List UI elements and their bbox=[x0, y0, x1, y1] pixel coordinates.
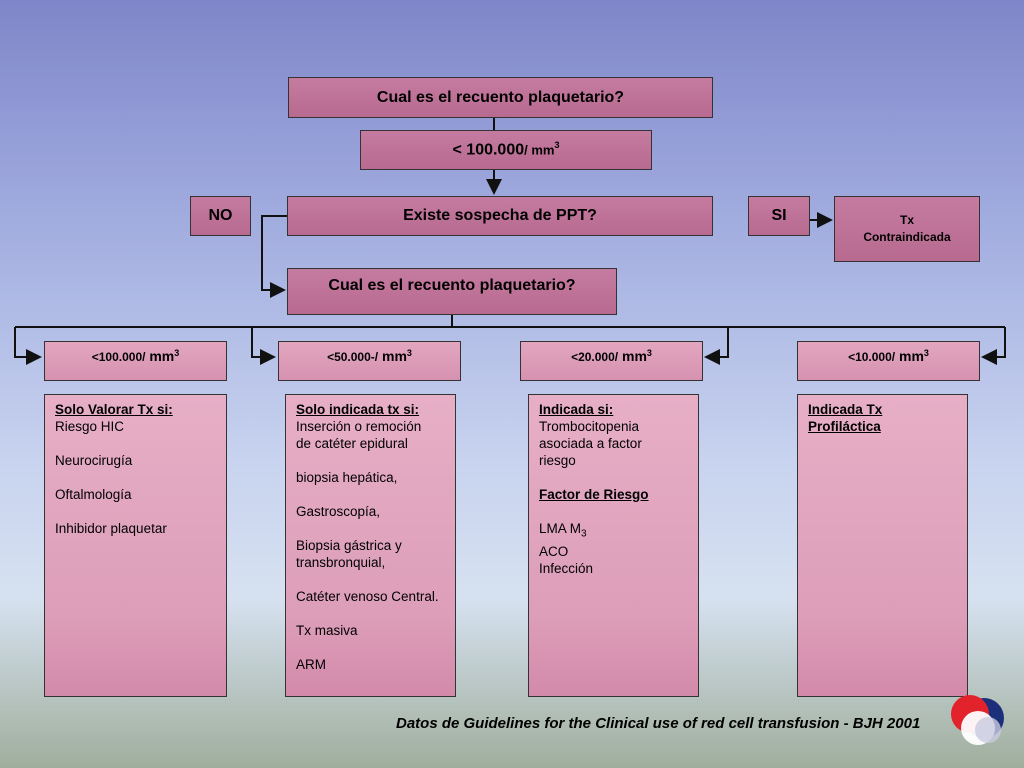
list-item: ACO bbox=[539, 543, 569, 559]
platelet-count-question-text-2: Cual es el recuento plaquetario? bbox=[328, 277, 576, 294]
range-box-50000: <50.000-/ mm3 bbox=[278, 341, 461, 381]
panel-solo-valorar: Solo Valorar Tx si: Riesgo HIC Neurociru… bbox=[44, 394, 227, 697]
panel-solo-indicada: Solo indicada tx si: Inserción o remoció… bbox=[285, 394, 456, 697]
threshold-text: < 100.000/ mm3 bbox=[452, 140, 560, 159]
list-item: asociada a factor bbox=[539, 436, 642, 451]
risk-factor-heading: Factor de Riesgo bbox=[539, 487, 649, 502]
no-text: NO bbox=[208, 207, 233, 224]
ppt-question-text: Existe sospecha de PPT? bbox=[403, 207, 597, 224]
panel-title-line1: Indicada Tx bbox=[808, 402, 883, 417]
list-item: Tx masiva bbox=[296, 623, 358, 638]
tx-line2: Contraindicada bbox=[863, 230, 951, 244]
panel-profilactica: Indicada Tx Profiláctica bbox=[797, 394, 968, 697]
arrow-branch-2 bbox=[251, 327, 276, 365]
panel-title: Indicada si: bbox=[539, 402, 614, 417]
arrow-branch-3 bbox=[704, 327, 729, 365]
list-item: Biopsia gástrica y bbox=[296, 538, 402, 553]
si-text: SI bbox=[771, 207, 787, 224]
tx-contraindicada-box: Tx Contraindicada bbox=[834, 196, 980, 262]
panel-indicada-si: Indicada si: Trombocitopenia asociada a … bbox=[528, 394, 699, 697]
arrow-branch-1 bbox=[14, 327, 42, 365]
source-footnote: Datos de Guidelines for the Clinical use… bbox=[396, 715, 921, 732]
range-box-100000: <100.000/ mm3 bbox=[44, 341, 227, 381]
list-item: Trombocitopenia bbox=[539, 419, 640, 434]
list-item: Gastroscopía, bbox=[296, 504, 381, 519]
list-item: Riesgo HIC bbox=[55, 419, 125, 434]
threshold-box: < 100.000/ mm3 bbox=[360, 130, 652, 170]
no-box: NO bbox=[190, 196, 251, 236]
range-box-10000: <10.000/ mm3 bbox=[797, 341, 980, 381]
list-item: Oftalmología bbox=[55, 487, 132, 502]
list-item: ARM bbox=[296, 657, 326, 672]
panel-title: Solo Valorar Tx si: bbox=[55, 402, 173, 417]
list-item: riesgo bbox=[539, 453, 576, 468]
arrow-ppt-to-q2 bbox=[261, 215, 287, 298]
platelet-count-question-box-2: Cual es el recuento plaquetario? bbox=[287, 268, 617, 315]
list-item: Neurocirugía bbox=[55, 453, 133, 468]
panel-title: Solo indicada tx si: bbox=[296, 402, 420, 417]
tx-line1: Tx bbox=[899, 213, 914, 227]
list-item: LMA M3 bbox=[539, 521, 587, 540]
ppt-question-box: Existe sospecha de PPT? bbox=[287, 196, 713, 236]
circles-logo-icon bbox=[951, 695, 1004, 745]
list-item: Infección bbox=[539, 560, 594, 576]
panel-title-line2: Profiláctica bbox=[808, 419, 881, 434]
list-item: de catéter epidural bbox=[296, 436, 408, 451]
list-item: Inserción o remoción bbox=[296, 419, 422, 434]
platelet-count-question-text: Cual es el recuento plaquetario? bbox=[376, 88, 625, 106]
list-item: Catéter venoso Central. bbox=[296, 589, 439, 604]
list-item: biopsia hepática, bbox=[296, 470, 398, 485]
platelet-count-question-box: Cual es el recuento plaquetario? bbox=[288, 77, 713, 118]
arrow-branch-4 bbox=[981, 327, 1006, 365]
list-item: transbronquial, bbox=[296, 555, 386, 570]
si-box: SI bbox=[748, 196, 810, 236]
range-box-20000: <20.000/ mm3 bbox=[520, 341, 703, 381]
list-item: Inhibidor plaquetar bbox=[55, 521, 167, 536]
